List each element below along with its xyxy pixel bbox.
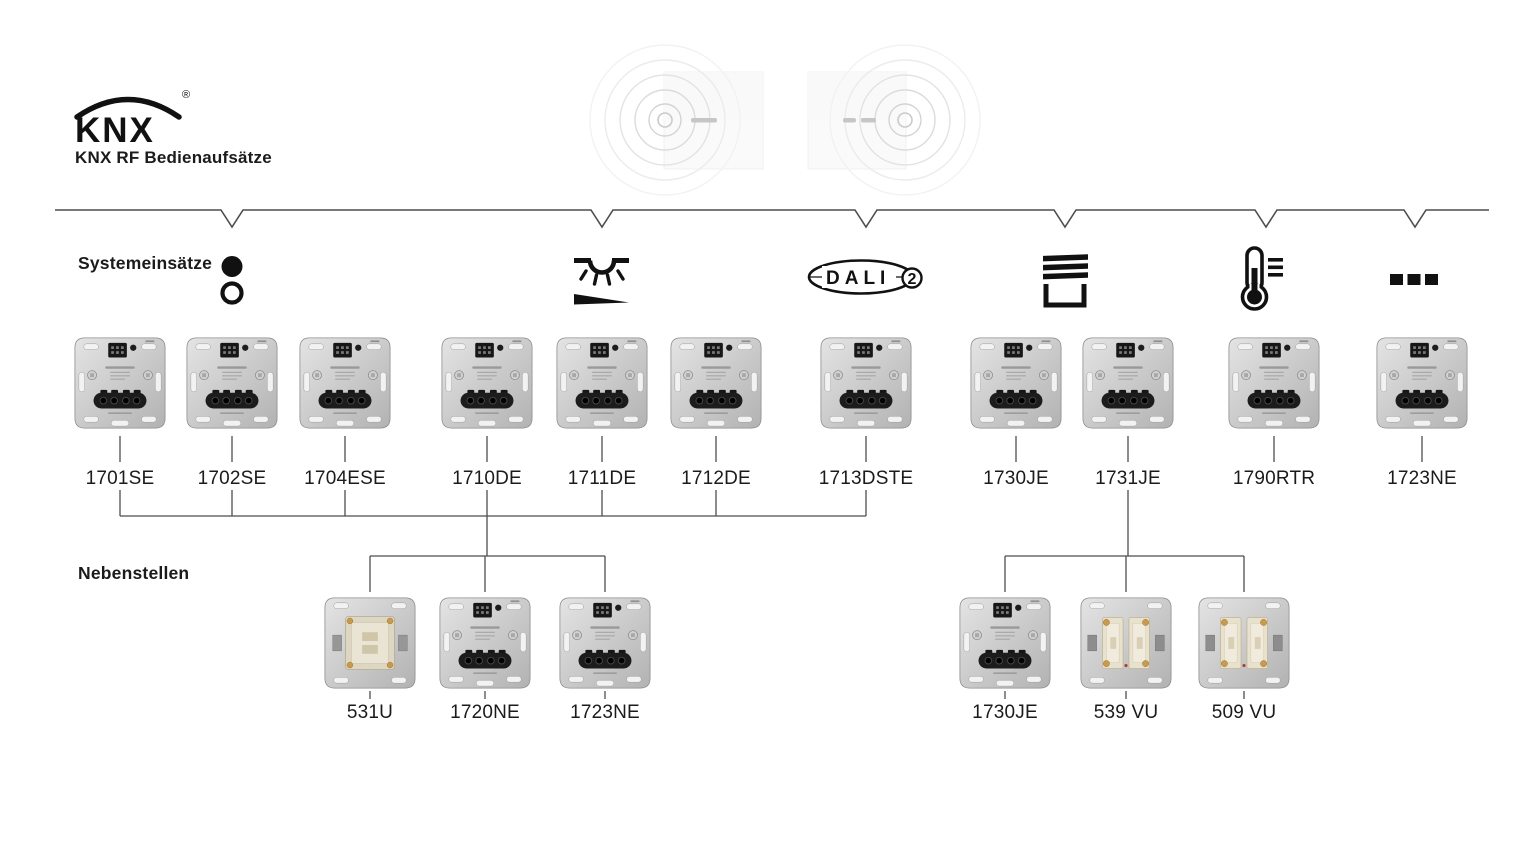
product-label-1711de: 1711DE xyxy=(567,468,637,489)
product-label-1701se: 1701SE xyxy=(85,468,155,489)
product-image-1711de xyxy=(553,334,651,432)
product-image-1701se xyxy=(71,334,169,432)
product-image-509-vu xyxy=(1195,594,1293,692)
product-label-1730je: 1730JE xyxy=(983,468,1049,489)
on-off-switching-icon xyxy=(217,254,247,311)
product-label-1790rtr: 1790RTR xyxy=(1232,468,1316,489)
registered-mark: ® xyxy=(182,89,190,101)
product-image-1704ese xyxy=(296,334,394,432)
product-image-1790rtr xyxy=(1225,334,1323,432)
more-categories-icon xyxy=(1390,274,1440,292)
page-title: KNX RF Bedienaufsätze xyxy=(75,148,272,167)
product-image-1731je xyxy=(1079,334,1177,432)
product-label-1710de: 1710DE xyxy=(452,468,522,489)
product-image-1730je xyxy=(967,334,1065,432)
rf-rotary-switch-image-left xyxy=(575,28,835,219)
product-label-539-vu: 539 VU xyxy=(1093,702,1159,723)
blinds-icon xyxy=(1039,252,1091,315)
product-image-1730je xyxy=(956,594,1054,692)
rf-rotary-switch-image-right xyxy=(755,28,1015,219)
product-image-1723ne xyxy=(556,594,654,692)
product-label-509-vu: 509 VU xyxy=(1211,702,1277,723)
product-label-531u: 531U xyxy=(346,702,394,723)
knx-logo-text: KNX xyxy=(75,111,155,148)
product-image-1723ne xyxy=(1373,334,1471,432)
dali-version: 2 xyxy=(908,271,917,288)
product-image-1710de xyxy=(438,334,536,432)
system-inserts-label: Systemeinsätze xyxy=(78,253,213,273)
product-image-1713dste xyxy=(817,334,915,432)
product-label-1723ne: 1723NE xyxy=(570,702,640,723)
dimmer-icon xyxy=(574,254,630,313)
product-image-539-vu xyxy=(1077,594,1175,692)
product-label-1702se: 1702SE xyxy=(197,468,267,489)
knx-logo-arc xyxy=(74,96,182,120)
product-label-1712de: 1712DE xyxy=(681,468,751,489)
product-label-1730je: 1730JE xyxy=(972,702,1038,723)
product-label-1704ese: 1704ESE xyxy=(304,468,386,489)
product-image-1712de xyxy=(667,334,765,432)
product-image-1702se xyxy=(183,334,281,432)
product-label-1731je: 1731JE xyxy=(1095,468,1161,489)
dali-logo-text: DALI xyxy=(826,268,890,289)
product-label-1720ne: 1720NE xyxy=(450,702,520,723)
thermometer-icon xyxy=(1238,246,1294,317)
extension-units-label: Nebenstellen xyxy=(78,563,190,583)
product-label-1723ne: 1723NE xyxy=(1387,468,1457,489)
knx-logo: KNX ® xyxy=(70,84,196,153)
product-image-1720ne xyxy=(436,594,534,692)
dali-2-logo: DALI 2 xyxy=(806,257,926,302)
product-label-1713dste: 1713DSTE xyxy=(818,468,914,489)
product-image-531u xyxy=(321,594,419,692)
